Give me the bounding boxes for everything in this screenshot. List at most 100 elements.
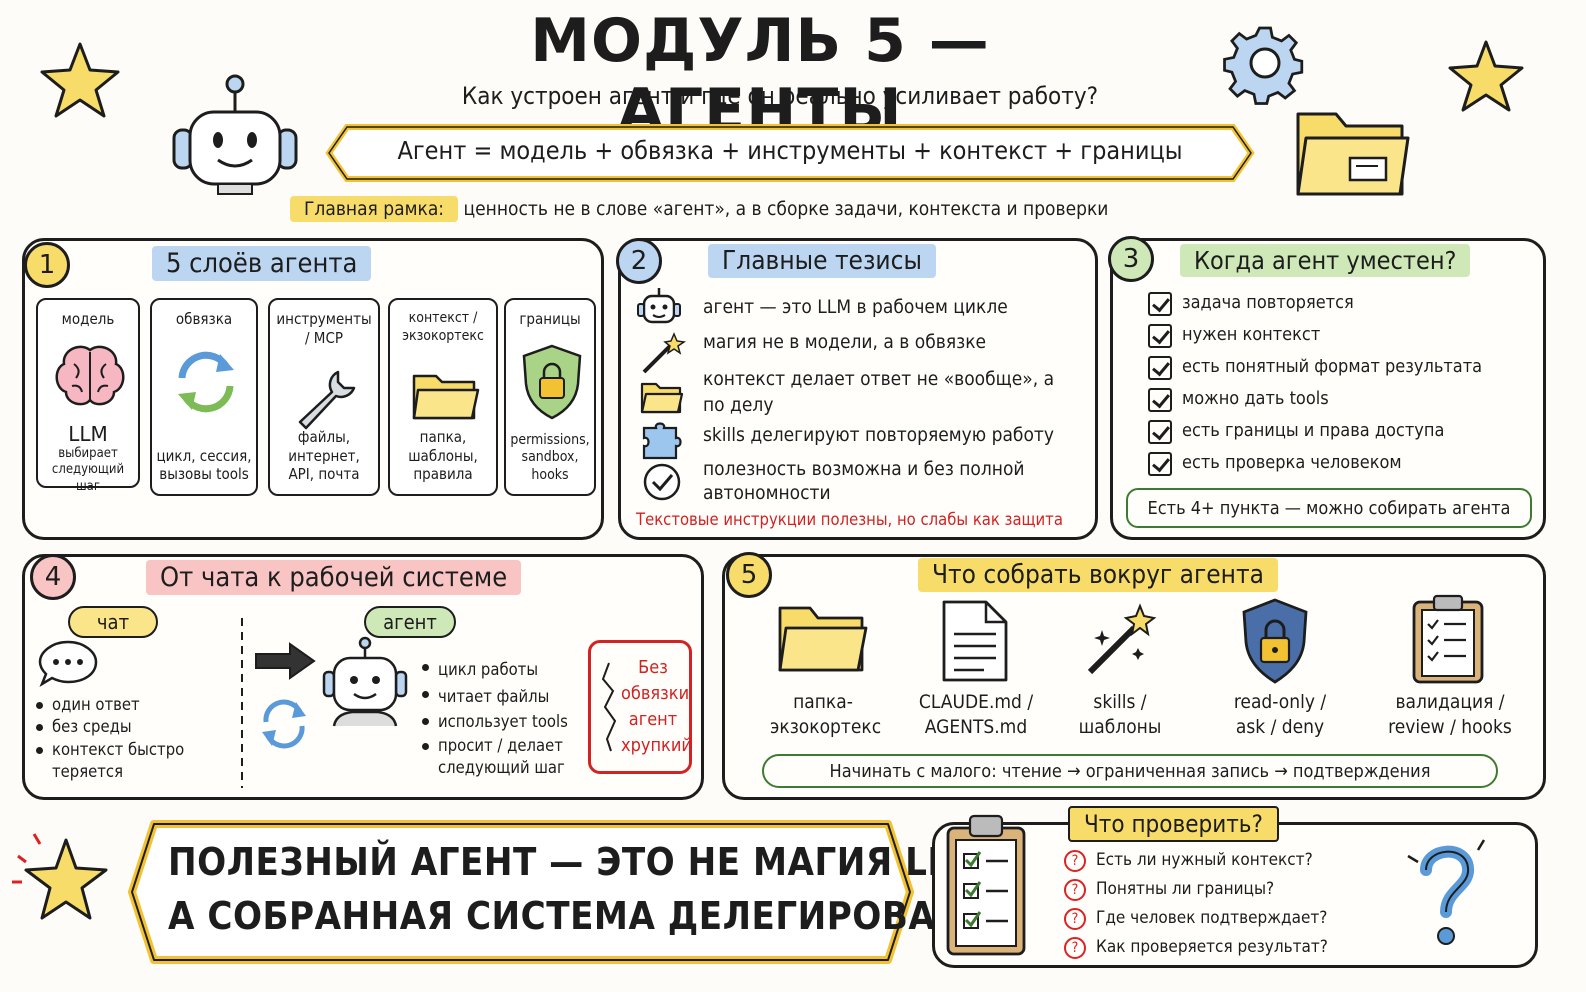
criteria-item: нужен контекст	[1148, 324, 1320, 348]
main-frame-text: ценность не в слове «агент», а в сборке …	[463, 198, 1109, 220]
criteria-item: есть понятный формат результата	[1148, 356, 1482, 380]
section-title: От чата к рабочей системе	[146, 560, 522, 595]
banner-shape	[325, 124, 1255, 182]
thesis-item: агент — это LLM в рабочем цикле	[703, 296, 1008, 318]
chat-label: чат	[68, 606, 158, 638]
criteria-item-label: можно дать tools	[1182, 388, 1329, 409]
page-title: МОДУЛЬ 5 — АГЕНТЫ	[530, 6, 990, 146]
criteria-item: можно дать tools	[1148, 388, 1329, 412]
question-item: ?Где человек подтверждает?	[1064, 908, 1327, 930]
clipboard-icon	[1412, 594, 1484, 684]
crack-icon	[601, 662, 617, 752]
folder-icon	[412, 374, 480, 420]
shield-lock-icon	[1242, 598, 1308, 684]
agent-list-item: читает файлы	[420, 683, 580, 710]
agent-list-item: использует tools	[420, 710, 580, 735]
folder-icon	[1296, 112, 1410, 196]
agent-label: агент	[364, 606, 456, 638]
main-frame-label: Главная рамка:	[290, 196, 459, 222]
cycle-icon	[262, 699, 306, 749]
build-item-label: папка-экзокортекс	[770, 691, 882, 738]
section-number: 5	[726, 552, 772, 598]
agent-list-item: цикл работы	[420, 656, 580, 683]
criteria-item: есть проверка человеком	[1148, 452, 1402, 476]
main-frame: Главная рамка: ценность не в слове «аген…	[290, 196, 1300, 222]
page-subtitle: Как устроен агент и где он реально усили…	[461, 82, 1099, 110]
section-title: Главные тезисы	[708, 244, 936, 278]
arrow-right-icon	[255, 642, 316, 680]
question-text: Как проверяется результат?	[1096, 937, 1328, 957]
criteria-item-label: есть проверка человеком	[1182, 452, 1402, 473]
check-circle-icon	[643, 463, 681, 501]
question-text: Где человек подтверждает?	[1096, 908, 1328, 928]
conclusion-banner: ПОЛЕЗНЫЙ АГЕНТ — ЭТО НЕ МАГИЯ LLM, А СОБ…	[128, 820, 1020, 964]
robot-icon	[637, 288, 681, 324]
criteria-item-label: задача повторяется	[1182, 292, 1354, 313]
check-title: Что проверить?	[1068, 806, 1279, 842]
puzzle-icon	[642, 422, 682, 460]
wrench-icon	[298, 370, 356, 430]
criteria-item-label: есть понятный формат результата	[1182, 356, 1483, 377]
criteria-item: задача повторяется	[1148, 292, 1354, 316]
warning-text: Текстовые инструкции полезны, но слабы к…	[636, 510, 1063, 529]
folder-icon	[640, 382, 684, 414]
robot-icon	[322, 636, 408, 727]
star-icon	[1448, 40, 1524, 112]
brain-icon	[55, 345, 125, 406]
layer-card-harness: обвязка цикл, сессия, вызовы tools	[150, 298, 258, 496]
criteria-summary: Есть 4+ пункта — можно собирать агента	[1126, 488, 1532, 528]
criteria-item-label: нужен контекст	[1182, 324, 1321, 345]
thesis-item: магия не в модели, а в обвязке	[703, 331, 987, 353]
document-icon	[942, 600, 1008, 682]
layer-card-model: модель LLM выбирает следующий шаг	[36, 298, 140, 494]
layer-card-tools: инструменты / MCP файлы, интернет, API, …	[268, 298, 380, 496]
build-item-label: skills / шаблоны	[1078, 691, 1162, 738]
chat-list-item: без среды	[34, 716, 234, 738]
question-text: Понятны ли границы?	[1096, 879, 1275, 899]
build-item-label: read-only / ask / deny	[1233, 691, 1327, 738]
layer-card-context: контекст / экзокортекс папка, шаблоны, п…	[388, 298, 498, 496]
robot-icon	[172, 74, 298, 195]
conclusion-line: А СОБРАННАЯ СИСТЕМА ДЕЛЕГИРОВАНИЯ	[168, 894, 1021, 938]
gear-icon	[1223, 26, 1304, 105]
magic-wand-icon	[1087, 603, 1157, 675]
question-circle-icon: ?	[1064, 879, 1086, 901]
conclusion-line: ПОЛЕЗНЫЙ АГЕНТ — ЭТО НЕ МАГИЯ LLM,	[168, 840, 998, 884]
folder-icon	[778, 606, 868, 672]
formula-text: Агент = модель + обвязка + инструменты +…	[397, 136, 1183, 165]
star-icon	[12, 833, 108, 920]
shield-lock-icon	[522, 344, 582, 420]
start-small-note: Начинать с малого: чтение → ограниченная…	[762, 754, 1498, 788]
banner-shape	[128, 820, 914, 964]
chat-list: один ответ без среды контекст быстро тер…	[34, 694, 234, 783]
question-item: ? Есть ли нужный контекст?	[1064, 850, 1313, 872]
criteria-item-label: есть границы и права доступа	[1182, 420, 1445, 441]
magic-wand-icon	[642, 332, 687, 374]
checkbox-checked-icon	[1148, 292, 1172, 316]
dashed-divider	[241, 618, 243, 788]
checkbox-checked-icon	[1148, 388, 1172, 412]
checkbox-checked-icon	[1148, 420, 1172, 444]
section-title: Когда агент уместен?	[1180, 244, 1471, 277]
clipboard-icon	[946, 814, 1026, 956]
thesis-item: полезность возможна и без полной автоном…	[703, 458, 1025, 504]
section-number: 3	[1108, 236, 1154, 282]
thesis-item: контекст делает ответ не «вообще», а по …	[703, 368, 1055, 416]
question-circle-icon: ?	[1064, 850, 1086, 872]
agent-list-item: просит / делает следующий шаг	[420, 735, 580, 780]
fragile-warning: Без обвязки агент хрупкий	[588, 640, 692, 774]
checkbox-checked-icon	[1148, 452, 1172, 476]
chat-list-item: контекст быстро теряется	[34, 739, 234, 784]
question-circle-icon: ?	[1064, 937, 1086, 959]
question-text: Есть ли нужный контекст?	[1096, 850, 1313, 870]
criteria-item: есть границы и права доступа	[1148, 420, 1444, 444]
section-number: 2	[616, 238, 662, 284]
question-mark-icon	[1407, 839, 1486, 945]
formula-banner: Агент = модель + обвязка + инструменты +…	[325, 124, 1255, 182]
checkbox-checked-icon	[1148, 324, 1172, 348]
agent-list: цикл работы читает файлы использует tool…	[420, 656, 580, 780]
section-theses	[618, 238, 1098, 540]
chat-list-item: один ответ	[34, 694, 234, 716]
build-item-label: валидация / review / hooks	[1388, 691, 1512, 738]
section-number: 1	[24, 242, 70, 288]
